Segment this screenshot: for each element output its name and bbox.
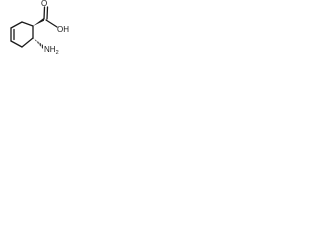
hashed-bond-to-amine [33,38,43,49]
carbonyl-double-bond-2 [46,6,49,20]
amine-label: NH2 [44,45,59,56]
amine-group: NH2 [33,38,59,56]
ring-bond-c5-c6 [21,21,34,27]
carbonyl-double-bond-1 [43,6,46,20]
carboxyl-single-bond [45,19,58,28]
ring-bond-c4-c5 [10,21,23,29]
ring-bond-c1-c2 [21,37,34,48]
hydroxyl-label: OH [57,25,69,34]
amine-nh-text: NH [44,45,56,54]
amine-subscript: 2 [56,50,59,56]
cyclohexene-ring [10,21,34,48]
carboxylic-acid-group: O OH [33,0,69,34]
ring-bond-c2-c3 [10,40,23,48]
wedge-bond-to-carboxyl [33,17,44,26]
chemical-structure: O OH NH2 [10,0,69,56]
carbonyl-oxygen-label: O [41,0,47,8]
